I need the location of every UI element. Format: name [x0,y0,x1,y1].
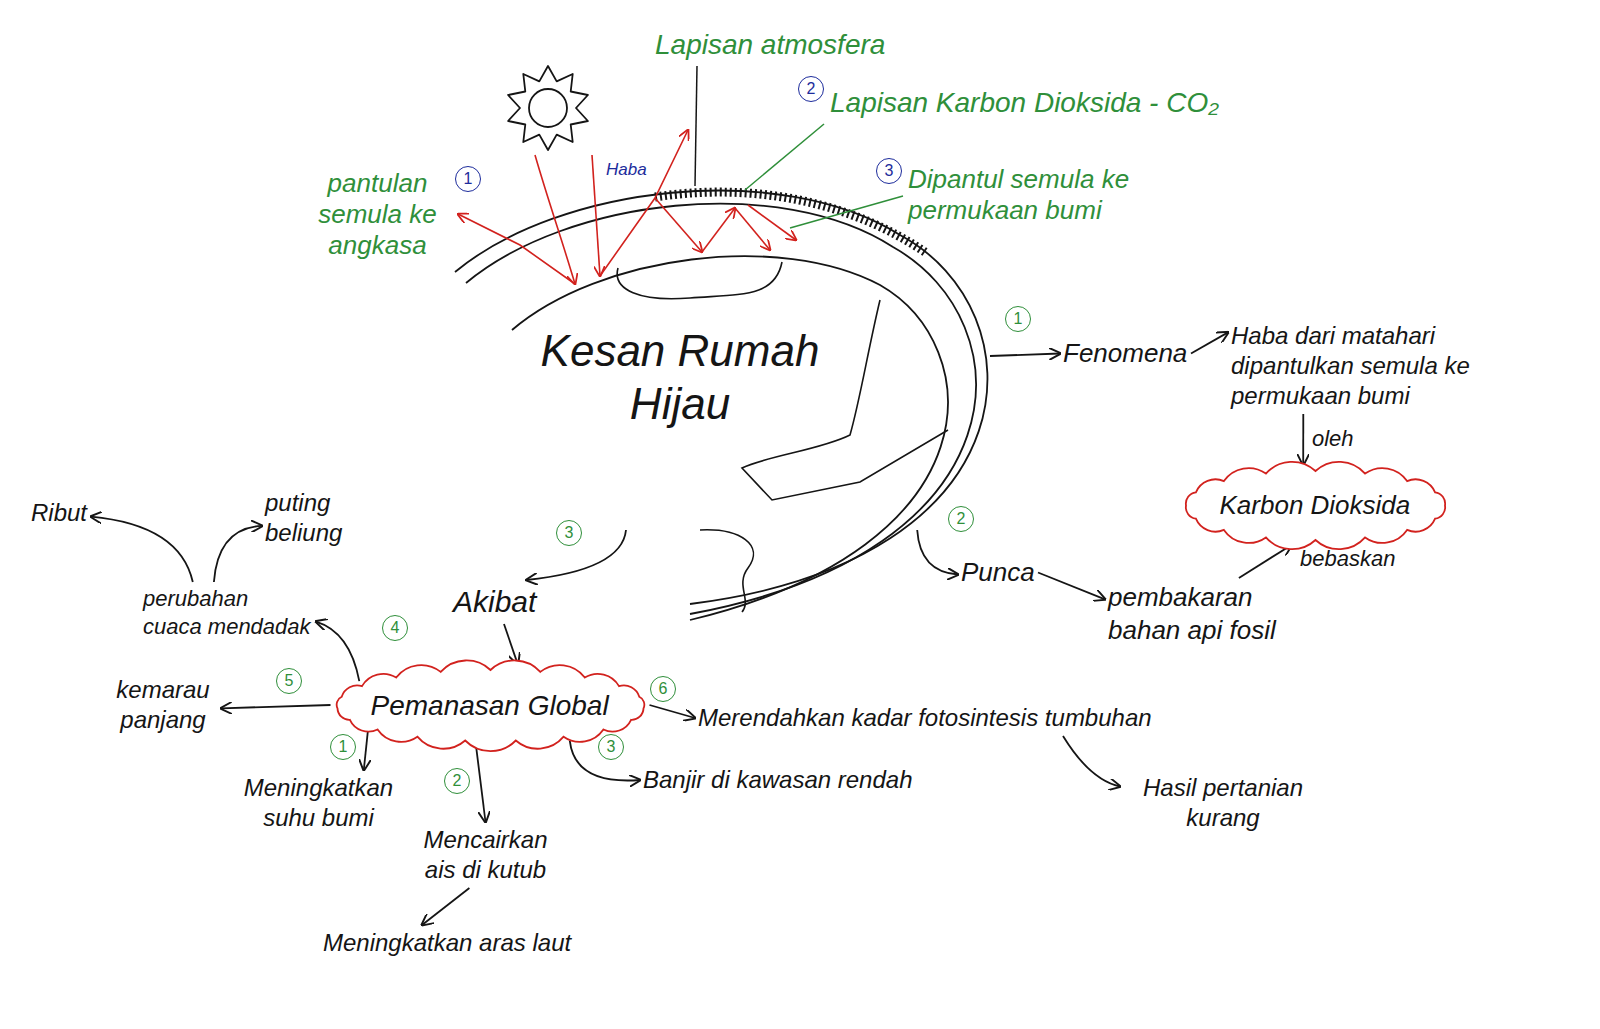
text-node: Haba dari matahari dipantulkan semula ke… [1228,318,1479,414]
arrow-connector [476,746,485,822]
node-text: puting beliung [265,488,365,548]
callout-number: 1 [455,166,481,192]
callout-number: 3 [598,734,624,760]
arrow-connector [1239,545,1292,578]
node-text: Akibat [453,583,537,621]
node-text: pembakaran bahan api fosil [1108,581,1308,646]
arrow-connector [650,705,696,718]
heat-ray [655,198,702,252]
arrow-connector [221,705,331,708]
arrow-connector [214,526,262,582]
sun-rays [508,66,588,150]
text-node: puting beliung [262,485,368,551]
callout-number: 6 [650,676,676,702]
text-node: Mencairkan ais di kutub [405,822,566,888]
callout-number: 5 [276,668,302,694]
cloud-outline-path [1185,461,1444,548]
atmosphere-inner [466,204,976,614]
text-node: perubahan cuaca mendadak [140,582,316,643]
node-text: Banjir di kawasan rendah [643,765,913,795]
text-node: kemarau panjang [105,672,221,738]
cloud-outline-path [336,660,644,751]
node-text: Meningkatkan suhu bumi [231,773,406,833]
heat-ray [748,205,796,240]
atmosphere-outer [455,191,987,604]
node-text: Meningkatkan aras laut [323,928,572,958]
arrow-connector [1191,332,1228,353]
node-text: Fenomena [1063,337,1188,370]
co2-layer [655,192,925,252]
edge-label: oleh [1312,426,1354,452]
arrow-connector [91,517,193,582]
atmosphere-label: Lapisan atmosfera [655,28,885,62]
node-text: Mencairkan ais di kutub [408,825,563,885]
callout-number: 1 [1005,306,1031,332]
heat-ray [535,155,575,284]
heat-ray [735,208,770,250]
arrow-connector [1063,736,1120,787]
node-text: Ribut [31,498,88,528]
heat-label: Haba [606,160,647,180]
text-node: Hasil pertanian kurang [1120,770,1326,836]
heat-ray [458,214,575,284]
leader-line [695,66,697,186]
node-text: Pemanasan Global [371,688,610,723]
callout-number: 2 [948,506,974,532]
heat-ray [592,155,600,276]
node-text: Punca [961,556,1035,589]
cloud-node: Pemanasan Global [337,670,644,741]
node-text: Merendahkan kadar fotosintesis tumbuhan [698,703,1152,733]
text-node: Ribut [28,495,91,531]
reflection-label: pantulan semula ke angkasa [305,168,450,262]
text-node: pembakaran bahan api fosil [1105,578,1311,649]
text-node: Akibat [450,580,540,624]
earth-surface [512,256,948,620]
text-node: Punca [958,553,1038,592]
callout-number: 1 [330,734,356,760]
arrow-connector [504,624,518,664]
earth-globe: Kesan Rumah Hijau [470,230,990,530]
arrow-connector [990,354,1060,357]
layer-label: Lapisan Karbon Dioksida - CO₂ [830,86,1219,120]
arrow-connector [917,530,958,575]
arrow-connector [422,888,469,925]
arrow-connector [1302,414,1304,465]
text-node: Fenomena [1060,334,1191,373]
node-text: Hasil pertanian kurang [1123,773,1323,833]
edge-label: bebaskan [1300,546,1395,572]
node-text: Haba dari matahari dipantulkan semula ke… [1231,321,1476,411]
sun-disc [529,89,567,127]
arrow-connector [364,732,368,770]
text-node: Merendahkan kadar fotosintesis tumbuhan [695,700,1155,736]
node-text: perubahan cuaca mendadak [143,585,313,640]
arrow-connector [316,622,359,682]
node-text: kemarau panjang [108,675,218,735]
heat-ray [702,208,735,252]
callout-number: 2 [444,768,470,794]
callout-number: 4 [382,615,408,641]
node-text: Karbon Dioksida [1220,489,1411,522]
continent-line [700,530,753,612]
reflection-label: Dipantul semula ke permukaan bumi [908,164,1193,226]
leader-line [745,124,824,190]
callout-number: 3 [556,520,582,546]
continent-line [617,262,782,299]
text-node: Meningkatkan aras laut [320,925,575,961]
cloud-node: Karbon Dioksida [1186,471,1445,540]
text-node: Meningkatkan suhu bumi [228,770,409,836]
heat-ray [600,130,688,276]
node-text: Kesan Rumah Hijau [530,325,830,431]
text-node: Banjir di kawasan rendah [640,762,916,798]
callout-number: 2 [798,76,824,102]
arrow-connector [1038,573,1105,600]
callout-number: 3 [876,158,902,184]
leader-line [790,196,903,228]
